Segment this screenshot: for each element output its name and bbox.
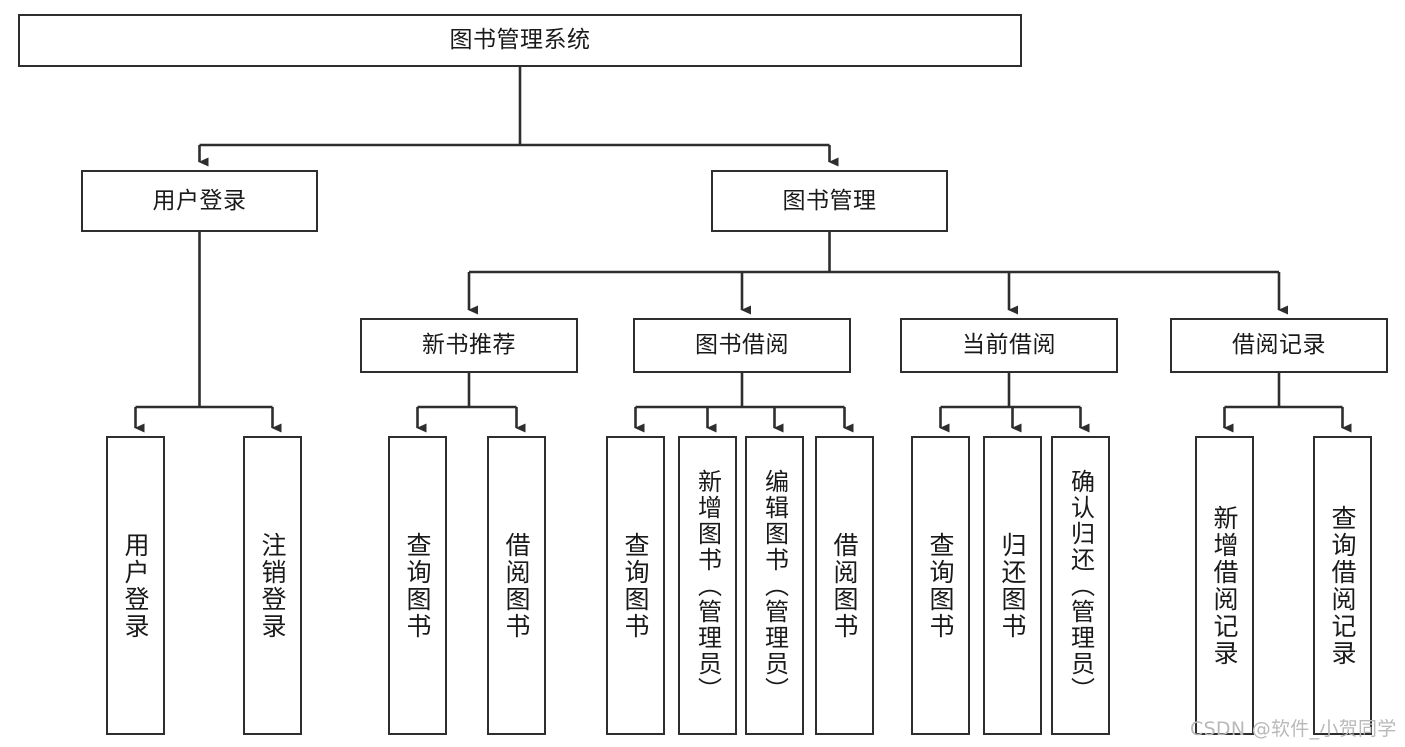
leaf-query-book-borrow-label: 查询图书 xyxy=(621,531,650,640)
leaf-add-borrow-record[interactable]: 新增借阅记录 xyxy=(1195,436,1254,735)
node-book-borrow-label: 图书借阅 xyxy=(695,332,789,359)
csdn-watermark: CSDN @软件_小贺同学 xyxy=(1190,718,1397,740)
leaf-edit-book-admin-label: 编辑图书（管理员） xyxy=(760,468,789,703)
node-book-management-label: 图书管理 xyxy=(782,187,877,214)
leaf-user-login-label: 用户登录 xyxy=(121,531,150,640)
node-user-login-label: 用户登录 xyxy=(152,187,247,214)
node-new-book-recommend[interactable]: 新书推荐 xyxy=(360,318,578,373)
leaf-confirm-return-admin[interactable]: 确认归还（管理员） xyxy=(1051,436,1110,735)
leaf-query-book-current-label: 查询图书 xyxy=(926,531,955,640)
leaf-add-book-admin-label: 新增图书（管理员） xyxy=(693,468,722,703)
leaf-query-book-recommend[interactable]: 查询图书 xyxy=(388,436,447,735)
leaf-query-book-borrow[interactable]: 查询图书 xyxy=(606,436,665,735)
leaf-add-borrow-record-label: 新增借阅记录 xyxy=(1210,504,1239,667)
node-root-label: 图书管理系统 xyxy=(449,27,591,54)
leaf-borrow-book-recommend-label: 借阅图书 xyxy=(502,531,531,640)
leaf-query-book-recommend-label: 查询图书 xyxy=(403,531,432,640)
node-current-borrow-label: 当前借阅 xyxy=(962,332,1056,359)
leaf-return-book[interactable]: 归还图书 xyxy=(983,436,1042,735)
node-root[interactable]: 图书管理系统 xyxy=(18,14,1022,67)
leaf-borrow-book-recommend[interactable]: 借阅图书 xyxy=(487,436,546,735)
node-borrow-record[interactable]: 借阅记录 xyxy=(1170,318,1388,373)
leaf-user-login[interactable]: 用户登录 xyxy=(106,436,165,735)
leaf-return-book-label: 归还图书 xyxy=(998,531,1027,640)
leaf-edit-book-admin[interactable]: 编辑图书（管理员） xyxy=(745,436,804,735)
node-user-login[interactable]: 用户登录 xyxy=(81,170,318,232)
leaf-logout[interactable]: 注销登录 xyxy=(243,436,302,735)
node-book-borrow[interactable]: 图书借阅 xyxy=(633,318,851,373)
leaf-confirm-return-admin-label: 确认归还（管理员） xyxy=(1066,468,1095,703)
leaf-query-borrow-record-label: 查询借阅记录 xyxy=(1328,504,1357,667)
leaf-borrow-book-label: 借阅图书 xyxy=(830,531,859,640)
leaf-borrow-book[interactable]: 借阅图书 xyxy=(815,436,874,735)
leaf-query-book-current[interactable]: 查询图书 xyxy=(911,436,970,735)
node-current-borrow[interactable]: 当前借阅 xyxy=(900,318,1118,373)
leaf-add-book-admin[interactable]: 新增图书（管理员） xyxy=(678,436,737,735)
node-book-management[interactable]: 图书管理 xyxy=(711,170,948,232)
leaf-query-borrow-record[interactable]: 查询借阅记录 xyxy=(1313,436,1372,735)
node-new-book-recommend-label: 新书推荐 xyxy=(422,332,516,359)
leaf-logout-label: 注销登录 xyxy=(258,531,287,640)
node-borrow-record-label: 借阅记录 xyxy=(1232,332,1326,359)
